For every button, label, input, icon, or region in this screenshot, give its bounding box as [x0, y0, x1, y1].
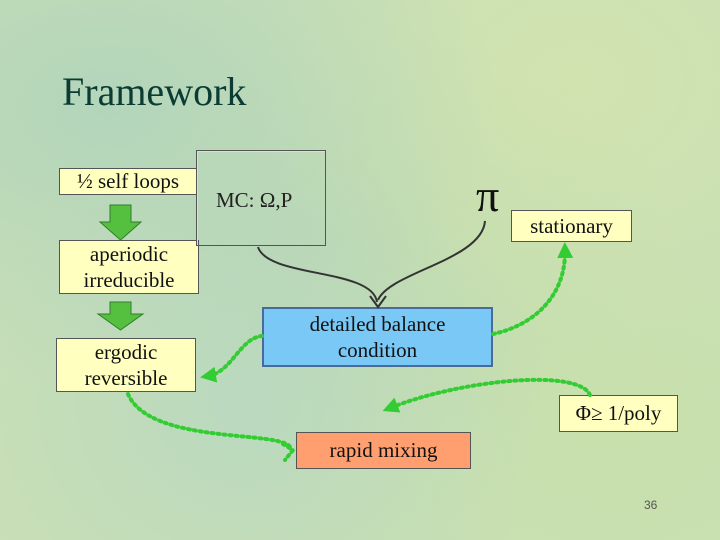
- self-loops-box: ½ self loops: [59, 168, 197, 195]
- merge-arrowhead: [369, 295, 387, 309]
- detailed-balance-label: detailed balance condition: [309, 311, 446, 362]
- dotted-rapid-mixing-back: [281, 442, 296, 462]
- rapid-mixing-box: rapid mixing: [296, 432, 471, 469]
- self-loops-label: ½ self loops: [76, 169, 180, 194]
- dotted-balance-to-stationary: [491, 242, 574, 336]
- dotted-balance-to-ergodic: [200, 334, 264, 383]
- conductance-label: Φ≥ 1/poly: [575, 401, 662, 426]
- aperiodic-irreducible-label: aperiodic irreducible: [83, 241, 175, 292]
- page-title: Framework: [62, 69, 247, 114]
- stationary-label: stationary: [530, 213, 613, 238]
- markov-chain-frame: [196, 150, 326, 246]
- block-arrow-down-2: [96, 301, 145, 331]
- markov-chain-label: MC: Ω,P: [216, 188, 293, 212]
- stationary-box: stationary: [511, 210, 632, 242]
- block-arrow-down-1: [98, 204, 143, 241]
- rapid-mixing-label: rapid mixing: [329, 438, 438, 463]
- page-number: 36: [644, 498, 658, 512]
- conductance-box: Φ≥ 1/poly: [559, 395, 678, 432]
- curve-from-mc: [257, 246, 378, 303]
- dotted-conductance-to-balance: [382, 377, 592, 413]
- ergodic-reversible-box: ergodic reversible: [56, 338, 196, 392]
- pi-symbol: π: [476, 170, 500, 221]
- curve-from-pi: [377, 220, 486, 301]
- ergodic-reversible-label: ergodic reversible: [84, 339, 168, 390]
- aperiodic-irreducible-box: aperiodic irreducible: [59, 240, 199, 294]
- dotted-ergodic-to-rapid-mixing: [126, 392, 292, 449]
